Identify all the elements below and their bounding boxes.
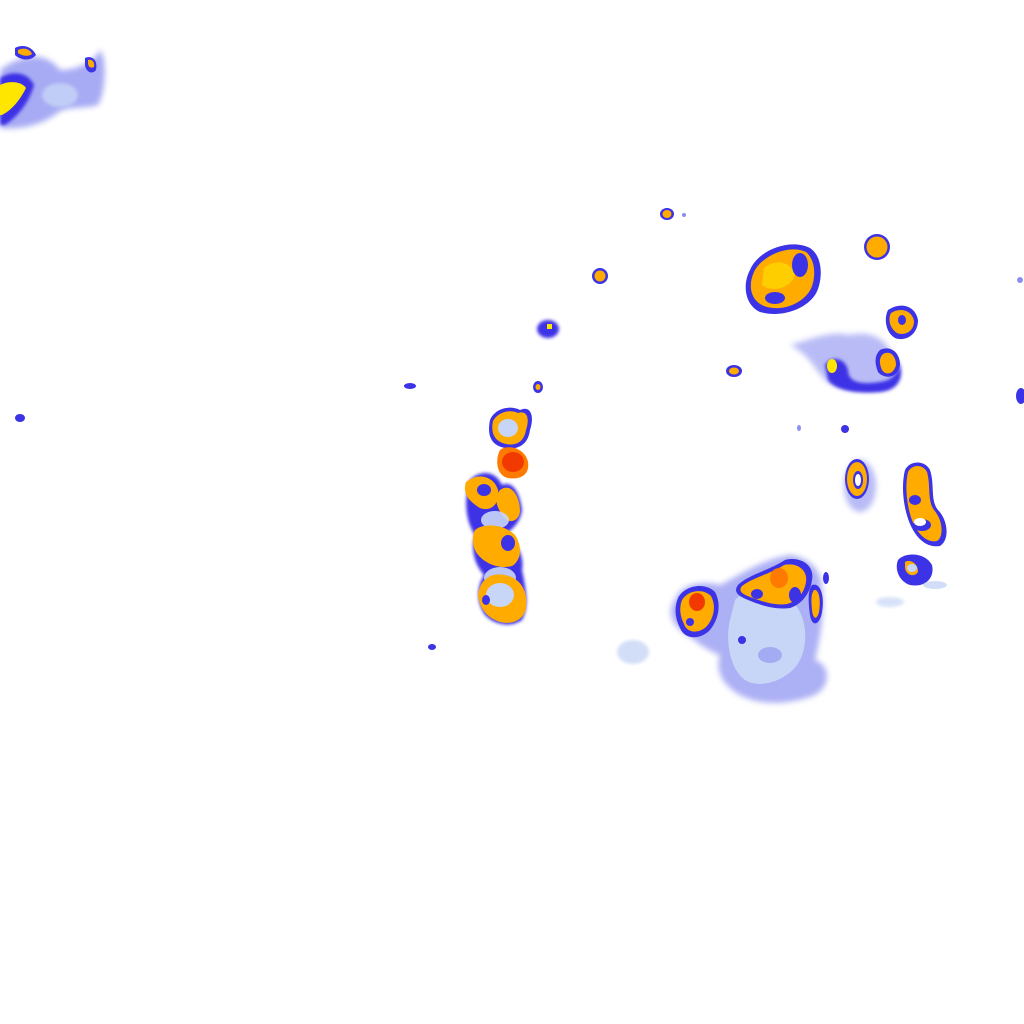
echo-cell-south-east-complex [617,555,904,703]
echo-cell-n-small-2 [592,268,608,284]
echo-cell-east-arc [726,305,1024,404]
echo-cell-east-pair-a [844,459,876,512]
echo-cell-central-column [464,407,532,625]
echo-cell-n-small-1 [660,208,674,220]
echo-cell-ne-small [864,234,890,260]
echo-cell-ne-cell [745,244,821,315]
echo-specks [15,213,1023,650]
echo-cell-nw-cluster [0,46,105,129]
echo-cell-east-pair-b [896,462,947,589]
echo-cell-n-small-3 [537,320,559,338]
